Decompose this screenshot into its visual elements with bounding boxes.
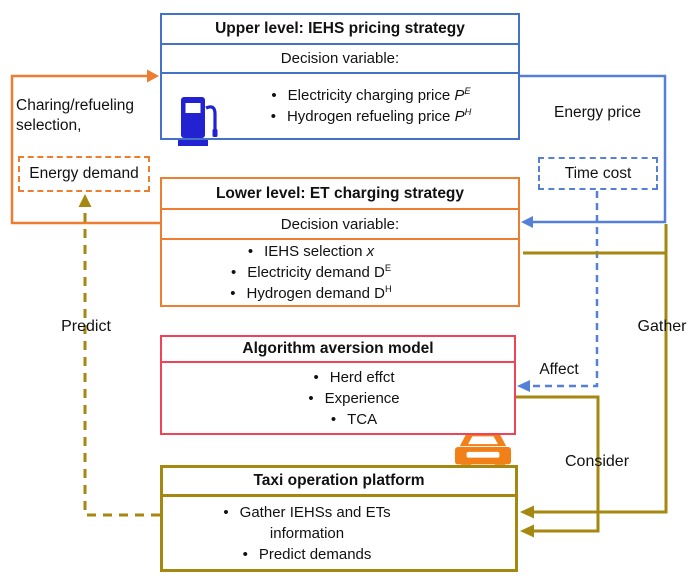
- predict-arrowhead: [78, 194, 92, 207]
- energy-price-arrowhead: [521, 216, 533, 228]
- lower-level-title: Lower level: ET charging strategy: [162, 179, 518, 210]
- energy-price-label: Energy price: [553, 104, 641, 121]
- energy-demand-label: Energy demand: [29, 165, 139, 182]
- gather-arrowhead: [520, 505, 534, 519]
- upper-level-title: Upper level: IEHS pricing strategy: [162, 15, 518, 45]
- energy-price-flow-line: [520, 74, 667, 224]
- affect-flow-line: [530, 191, 599, 388]
- aversion-bullet-1: Herd effct: [194, 367, 514, 388]
- time-cost-label: Time cost: [564, 164, 632, 182]
- selection-flow-arrowhead: [147, 69, 159, 83]
- taxi-platform-box: Taxi operation platform Gather IEHSs and…: [160, 465, 518, 572]
- time-cost-box: Time cost: [538, 157, 658, 190]
- lower-bullet-2: Electricity demand DE: [162, 262, 460, 283]
- lower-bullet-3: Hydrogen demand DH: [162, 283, 460, 304]
- affect-label: Affect: [539, 361, 579, 378]
- platform-bullet-1b: information: [269, 524, 345, 542]
- platform-bullet-1: Gather IEHSs and ETs: [163, 502, 451, 523]
- consider-arrowhead: [520, 524, 534, 538]
- upper-level-box: Upper level: IEHS pricing strategy Decis…: [160, 13, 520, 146]
- lower-bullet-1: IEHS selection x: [162, 241, 460, 262]
- gather-label: Gather: [637, 318, 687, 335]
- predict-flow-line: [83, 206, 160, 517]
- selection-label: Charing/refueling selection,: [16, 97, 135, 134]
- platform-title: Taxi operation platform: [163, 468, 515, 497]
- aversion-bullet-2: Experience: [194, 388, 514, 409]
- upper-level-subtitle: Decision variable:: [162, 45, 518, 74]
- upper-bullet-1: Electricity charging price PE: [224, 85, 518, 106]
- fuel-pump-icon: [178, 95, 218, 147]
- algorithm-aversion-box: Algorithm aversion model Herd effct Expe…: [160, 335, 516, 435]
- aversion-bullet-3: TCA: [194, 409, 514, 430]
- platform-bullet-2: Predict demands: [163, 544, 451, 565]
- upper-bullet-2: Hydrogen refueling price PH: [224, 106, 518, 127]
- consider-label: Consider: [564, 453, 630, 470]
- energy-demand-box: Energy demand: [18, 156, 150, 192]
- lower-level-subtitle: Decision variable:: [162, 210, 518, 240]
- lower-level-box: Lower level: ET charging strategy Decisi…: [160, 177, 520, 471]
- aversion-title: Algorithm aversion model: [162, 337, 514, 363]
- affect-arrowhead: [517, 380, 530, 392]
- predict-label: Predict: [61, 318, 111, 335]
